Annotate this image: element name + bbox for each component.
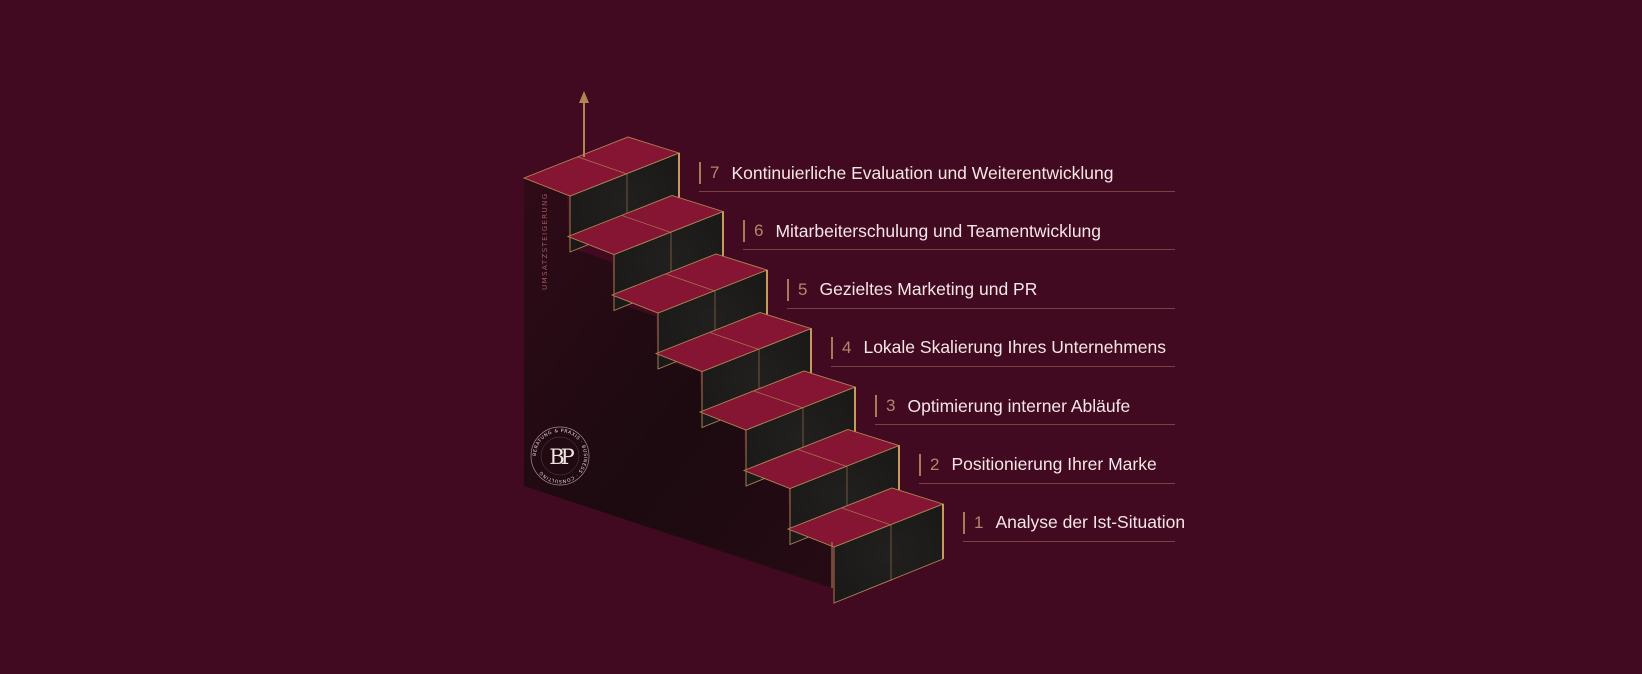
tread-divider [753,390,804,409]
seal-ring [530,426,590,486]
step-label-row: 5 Gezieltes Marketing und PR [787,272,1175,309]
tread-divider [665,273,716,292]
side-wall-face [524,178,832,588]
steps [522,136,945,604]
step-number: 4 [842,337,852,357]
step-text: Kontinuierliche Evaluation und Weiterent… [731,162,1114,183]
label-accent-bar [919,453,921,476]
label-accent-bar [831,336,833,359]
tread-divider [841,507,892,526]
step-text: Gezieltes Marketing und PR [819,279,1038,300]
step-text: Optimierung interner Abläufe [907,395,1131,416]
tread-divider [577,156,628,175]
step-text: Lokale Skalierung Ihres Unternehmens [863,337,1167,358]
step-text: Positionierung Ihrer Marke [951,454,1157,474]
side-wall [524,178,832,588]
step-number: 2 [930,454,940,474]
label-accent-bar [699,162,701,184]
step-number: 6 [754,221,764,241]
seal-inner-ring [540,436,580,476]
tread-divider [621,215,672,233]
step-number: 3 [886,396,896,416]
step-number: 5 [798,279,808,299]
arrow-up-icon [579,91,589,103]
step-label-row: 3 Optimierung interner Abläufe [875,388,1175,426]
step-text: Mitarbeiterschulung und Teamentwicklung [775,220,1102,241]
label-accent-bar [875,395,877,418]
axis-label: UMSATZSTEIGERUNG [540,192,549,290]
step-label-row: 1 Analyse der Ist-Situation [963,505,1185,542]
step-label-row: 2 Positionierung Ihrer Marke [919,447,1175,484]
step-text: Analyse der Ist-Situation [995,512,1186,533]
tread-divider [709,332,760,350]
step-label-row: 6 Mitarbeiterschulung und Teamentwicklung [743,213,1175,251]
growth-axis: UMSATZSTEIGERUNG [540,91,589,290]
label-accent-bar [743,220,745,243]
label-accent-bar [787,278,789,301]
label-accent-bar [963,511,965,534]
step-label-row: 7 Kontinuierliche Evaluation und Weiteren… [699,155,1175,192]
step-number: 7 [710,163,720,182]
step-number: 1 [974,512,984,532]
tread-divider [797,449,848,467]
step-label-row: 4 Lokale Skalierung Ihres Unternehmens [831,330,1175,367]
stair-step [786,487,945,604]
